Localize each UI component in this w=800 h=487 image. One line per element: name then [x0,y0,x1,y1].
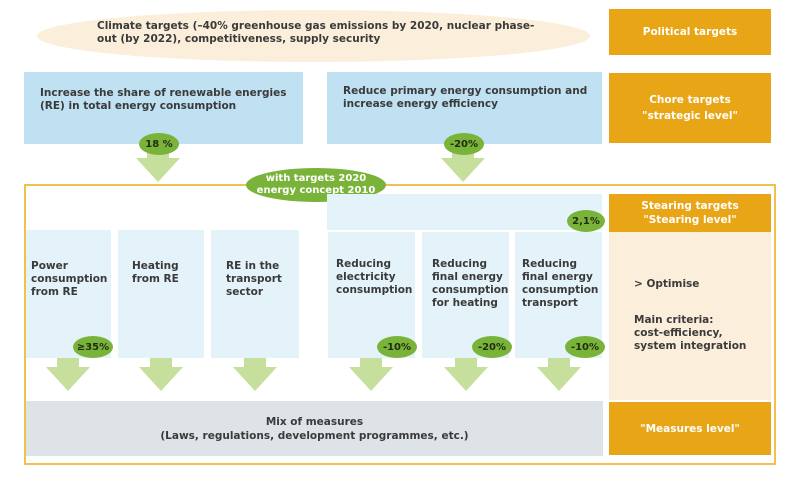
efficiency-bar [327,194,602,230]
political-targets-label: Political targets [609,9,771,55]
down-arrow-2 [139,367,183,391]
measures-box: Mix of measures (Laws, regulations, deve… [26,401,603,456]
power-consumption-badge: ≥35% [73,336,113,358]
down-arrow-4-stem [360,358,382,367]
down-arrow-3-stem [244,358,266,367]
climate-targets-oval [37,10,590,62]
energy-efficiency-box: Reduce primary energy consumption and in… [327,72,602,144]
re-transport-box: RE in the transport sector [211,230,299,358]
transport-badge: -10% [565,336,605,358]
down-arrow-3 [233,367,277,391]
down-arrow-1 [46,367,90,391]
down-arrow-5-stem [455,358,477,367]
down-arrow-re [136,158,180,182]
re-share-badge: 18 % [139,133,179,155]
power-consumption-box: Power consumption from RE [26,230,111,358]
electricity-badge: -10% [377,336,417,358]
efficiency-badge: 2,1% [567,210,605,232]
down-arrow-1-stem [57,358,79,367]
down-arrow-efficiency [441,158,485,182]
primary-energy-badge: -20% [444,133,484,155]
down-arrow-5 [444,367,488,391]
down-arrow-2-stem [150,358,172,367]
climate-targets-text: Climate targets (–40% greenhouse gas emi… [97,20,535,45]
measures-level-label: "Measures level" [609,402,771,455]
heating-from-re-box: Heating from RE [118,230,204,358]
optimise-text: > Optimise [634,278,700,290]
down-arrow-4 [349,367,393,391]
steering-frame [24,184,776,465]
main-criteria-text: Main criteria: cost-efficiency, system i… [634,314,747,352]
down-arrow-6-stem [548,358,570,367]
steering-targets-label: Stearing targets "Stearing level" [609,194,771,232]
heating-badge: -20% [472,336,512,358]
down-arrow-6 [537,367,581,391]
core-targets-label: Chore targets "strategic level" [609,73,771,143]
renewable-share-box: Increase the share of renewable energies… [24,72,303,144]
